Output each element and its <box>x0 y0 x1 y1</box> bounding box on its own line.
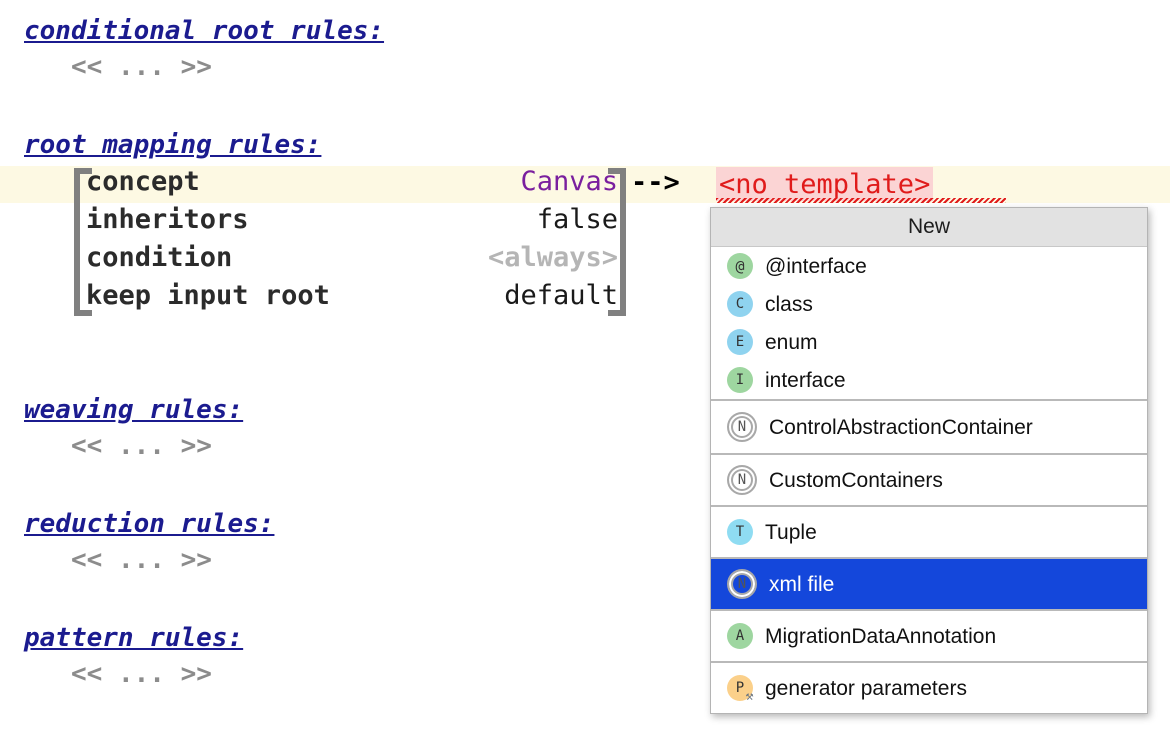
menu-item[interactable]: T Tuple <box>711 505 1147 557</box>
node-icon: N <box>727 465 757 495</box>
parameters-icon: P⚒ <box>727 675 753 704</box>
menu-item-label: Tuple <box>765 520 817 544</box>
menu-item-label: xml file <box>769 572 835 596</box>
rule-section-collapsed-placeholder[interactable]: << ... >> <box>71 659 212 689</box>
menu-item[interactable]: P⚒ generator parameters <box>711 661 1147 713</box>
node-icon: N <box>727 412 757 442</box>
mapping-property-row[interactable]: concept Canvas <box>86 166 626 204</box>
mapping-property-value[interactable]: default <box>504 280 618 311</box>
rule-section-collapsed-placeholder[interactable]: << ... >> <box>71 52 212 82</box>
tuple-icon: T <box>727 519 753 545</box>
mapping-property-row[interactable]: condition <always> <box>86 242 626 280</box>
enum-icon: E <box>727 329 753 355</box>
menu-item-label: class <box>765 292 813 316</box>
mapping-property-value[interactable]: <always> <box>487 242 618 273</box>
rule-section-collapsed-placeholder[interactable]: << ... >> <box>71 545 212 575</box>
rule-section-collapsed-placeholder[interactable]: << ... >> <box>71 431 212 461</box>
mapping-property-row[interactable]: inheritors false <box>86 204 626 242</box>
bracket-right-icon <box>608 168 626 316</box>
current-line-highlight <box>0 166 1170 203</box>
menu-item-label: enum <box>765 330 818 354</box>
mapping-property-key: keep input root <box>86 280 330 311</box>
mapping-property-key: condition <box>86 242 233 273</box>
mapping-property-row[interactable]: keep input root default <box>86 280 626 318</box>
menu-item-label: generator parameters <box>765 676 967 700</box>
wrench-icon: ⚒ <box>745 689 754 704</box>
menu-item[interactable]: N ControlAbstractionContainer <box>711 401 1147 453</box>
mapping-property-value[interactable]: Canvas <box>520 166 618 197</box>
interface-icon: I <box>727 367 753 393</box>
annotation-icon: A <box>727 623 753 649</box>
menu-item[interactable]: @ @interface <box>711 247 1147 285</box>
root-mapping-rule-block[interactable]: concept Canvas inheritors false condition <al… <box>60 166 640 318</box>
menu-item-label: MigrationDataAnnotation <box>765 624 997 648</box>
bracket-left-icon <box>74 168 92 316</box>
menu-item[interactable]: A MigrationDataAnnotation <box>711 609 1147 661</box>
node-icon: N <box>727 569 757 599</box>
menu-item-label: interface <box>765 368 846 392</box>
rule-section-title[interactable]: weaving rules: <box>24 395 244 425</box>
menu-item[interactable]: N CustomContainers <box>711 453 1147 505</box>
mapping-property-key: concept <box>86 166 200 197</box>
annotation-icon: @ <box>727 253 753 279</box>
menu-item-label: @interface <box>765 254 867 278</box>
menu-item-label: CustomContainers <box>769 468 943 492</box>
rule-section-title[interactable]: conditional root rules: <box>24 16 385 46</box>
rule-section-title[interactable]: pattern rules: <box>24 623 244 653</box>
class-icon: C <box>727 291 753 317</box>
mapping-property-value[interactable]: false <box>536 204 618 235</box>
menu-item-label: ControlAbstractionContainer <box>769 415 1033 439</box>
rule-section-title[interactable]: reduction rules: <box>24 509 275 539</box>
mapping-property-key: inheritors <box>86 204 249 235</box>
no-template-target[interactable]: <no template> <box>716 167 934 201</box>
error-squiggle-underline <box>716 198 1006 203</box>
rule-section-title[interactable]: root mapping rules: <box>24 130 322 160</box>
popup-title: New <box>711 208 1147 247</box>
mapping-arrow-icon: --> <box>631 167 680 198</box>
